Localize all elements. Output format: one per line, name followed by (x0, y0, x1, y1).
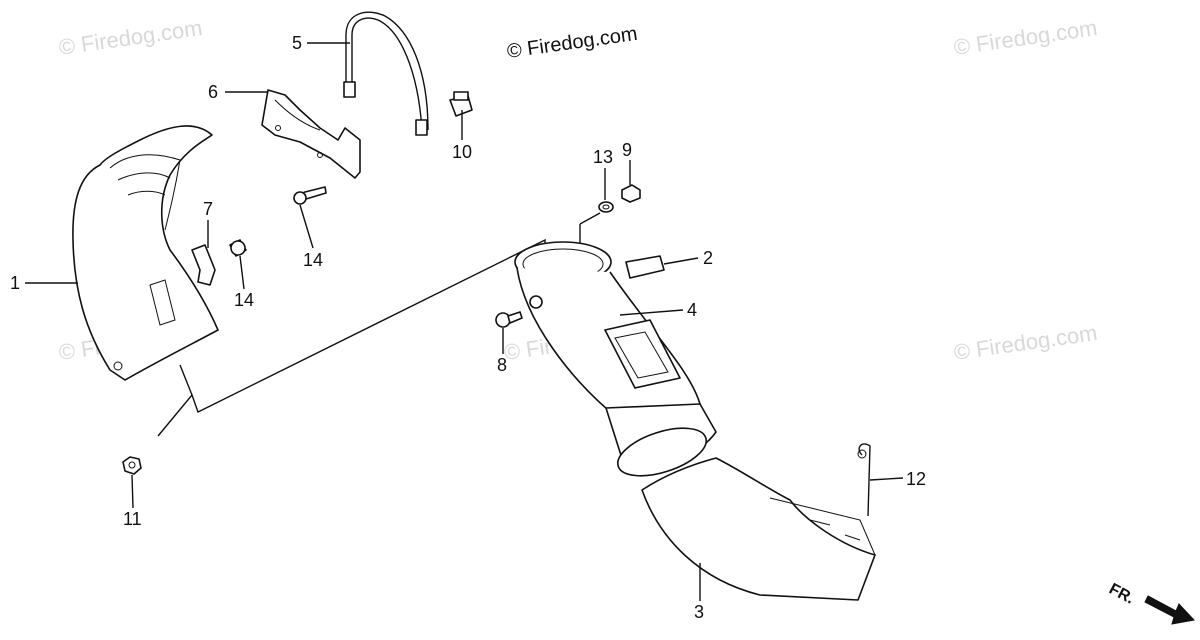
callout-13: 13 (593, 147, 613, 167)
part-3-elbow-shape (641, 457, 876, 601)
front-direction-indicator: FR. (1106, 581, 1195, 625)
assembly-line (157, 238, 546, 437)
callout-9: 9 (622, 140, 632, 160)
part-7-clip-shape (191, 244, 216, 286)
part-9-nut-shape (621, 184, 641, 203)
callout-10: 10 (452, 142, 472, 162)
callout-2: 2 (703, 248, 713, 268)
assembly-line-short (179, 364, 193, 396)
watermark: © Firedog.com (952, 15, 1099, 60)
part-1-duct-shape (72, 125, 219, 381)
part-10-bolt-shape (449, 91, 473, 117)
part-4-tube-shape (514, 241, 717, 477)
part-13-washer-shape (598, 201, 614, 213)
leader-lines (25, 42, 904, 601)
main-watermark: © Firedog.com (506, 23, 639, 63)
callout-14-upper: 14 (303, 250, 323, 270)
callout-4: 4 (687, 300, 697, 320)
front-arrow-icon (1144, 595, 1195, 625)
callout-11: 11 (123, 509, 142, 529)
callout-12: 12 (906, 469, 926, 489)
part-14-bolt-shapes (229, 186, 327, 257)
part-8-bolt-shape (495, 311, 523, 328)
part-6-bracket-shape (261, 89, 361, 179)
part-11-nut-shape (122, 456, 142, 475)
part-5-strap-shape (343, 11, 429, 136)
callout-14-lower: 14 (234, 290, 254, 310)
part-2-pad-shape (625, 255, 665, 279)
part-12-pin-shape (857, 443, 871, 517)
callout-6: 6 (208, 82, 218, 102)
callout-3: 3 (694, 602, 704, 622)
callout-7: 7 (203, 199, 213, 219)
callout-5: 5 (292, 33, 302, 53)
watermark: © Firedog.com (952, 320, 1099, 365)
watermark: © Firedog.com (57, 15, 204, 60)
callout-labels: 1 2 3 4 5 6 7 8 9 10 11 12 13 14 14 (10, 33, 926, 622)
front-label: FR. (1106, 581, 1137, 608)
callout-1: 1 (10, 273, 20, 293)
callout-8: 8 (497, 355, 507, 375)
